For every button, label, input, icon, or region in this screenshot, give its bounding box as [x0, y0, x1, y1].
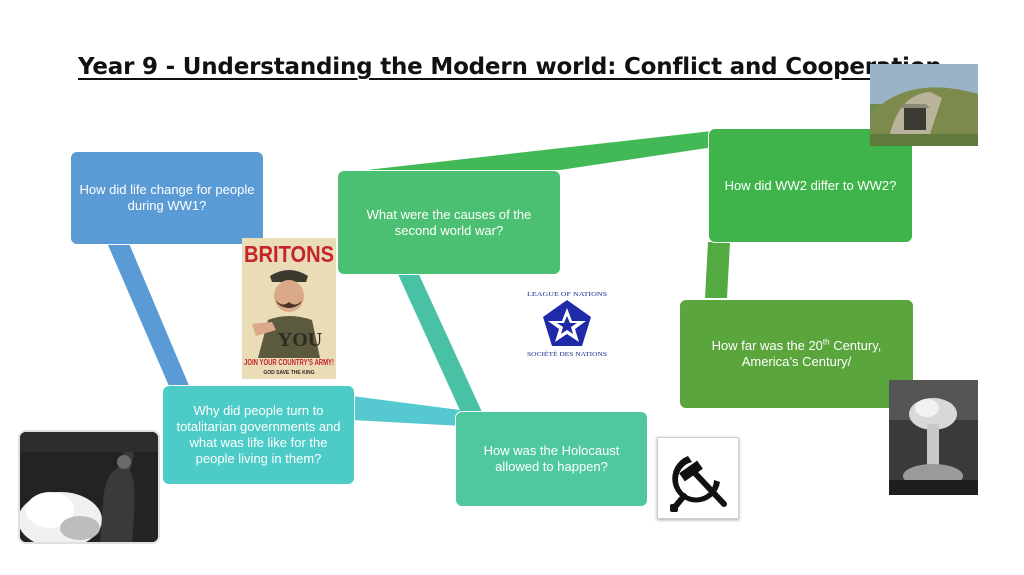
box-holocaust[interactable]: How was the Holocaust allowed to happen? [455, 411, 648, 507]
connector-totalitarian-holocaust [352, 396, 462, 426]
connector-causes-ww2differ [367, 131, 714, 170]
poster-headline: BRITONS [244, 241, 334, 267]
poster-slogan: JOIN YOUR COUNTRY'S ARMY! [244, 358, 334, 367]
box-causes-ww2[interactable]: What were the causes of the second world… [337, 170, 561, 275]
poster-footer: GOD SAVE THE KING [263, 370, 314, 376]
box-ww2-differ[interactable]: How did WW2 differ to WW2? [708, 128, 913, 243]
shelter-photo [870, 64, 978, 146]
hammer-sickle-icon [670, 456, 727, 512]
box-america-century[interactable]: How far was the 20th Century, America’s … [679, 299, 914, 409]
box-ww1-life-change[interactable]: How did life change for people during WW… [70, 151, 264, 245]
connector-ww1-totalitarian [108, 241, 190, 393]
hammer-sickle-image [657, 437, 739, 519]
league-top-text: LEAGUE OF NATIONS [527, 291, 607, 298]
page-title: Year 9 - Understanding the Modern world:… [78, 54, 942, 80]
america-question-text: How far was the 20th Century, America’s … [711, 337, 882, 369]
league-of-nations-logo: LEAGUE OF NATIONS SOCIÉTÉ DES NATIONS [520, 288, 614, 360]
box-totalitarian-governments[interactable]: Why did people turn to totalitarian gove… [162, 385, 355, 485]
league-bottom-text: SOCIÉTÉ DES NATIONS [527, 350, 607, 358]
connector-ww2differ-america [705, 242, 730, 298]
poster-you: YOU [278, 329, 322, 351]
mushroom-cloud-photo [889, 380, 978, 495]
connector-causes-holocaust [397, 268, 482, 417]
britons-poster-image: BRITONS YOU JOIN YOUR COUNTRY'S ARMY! GO… [242, 238, 336, 379]
book-burning-photo [18, 430, 160, 544]
